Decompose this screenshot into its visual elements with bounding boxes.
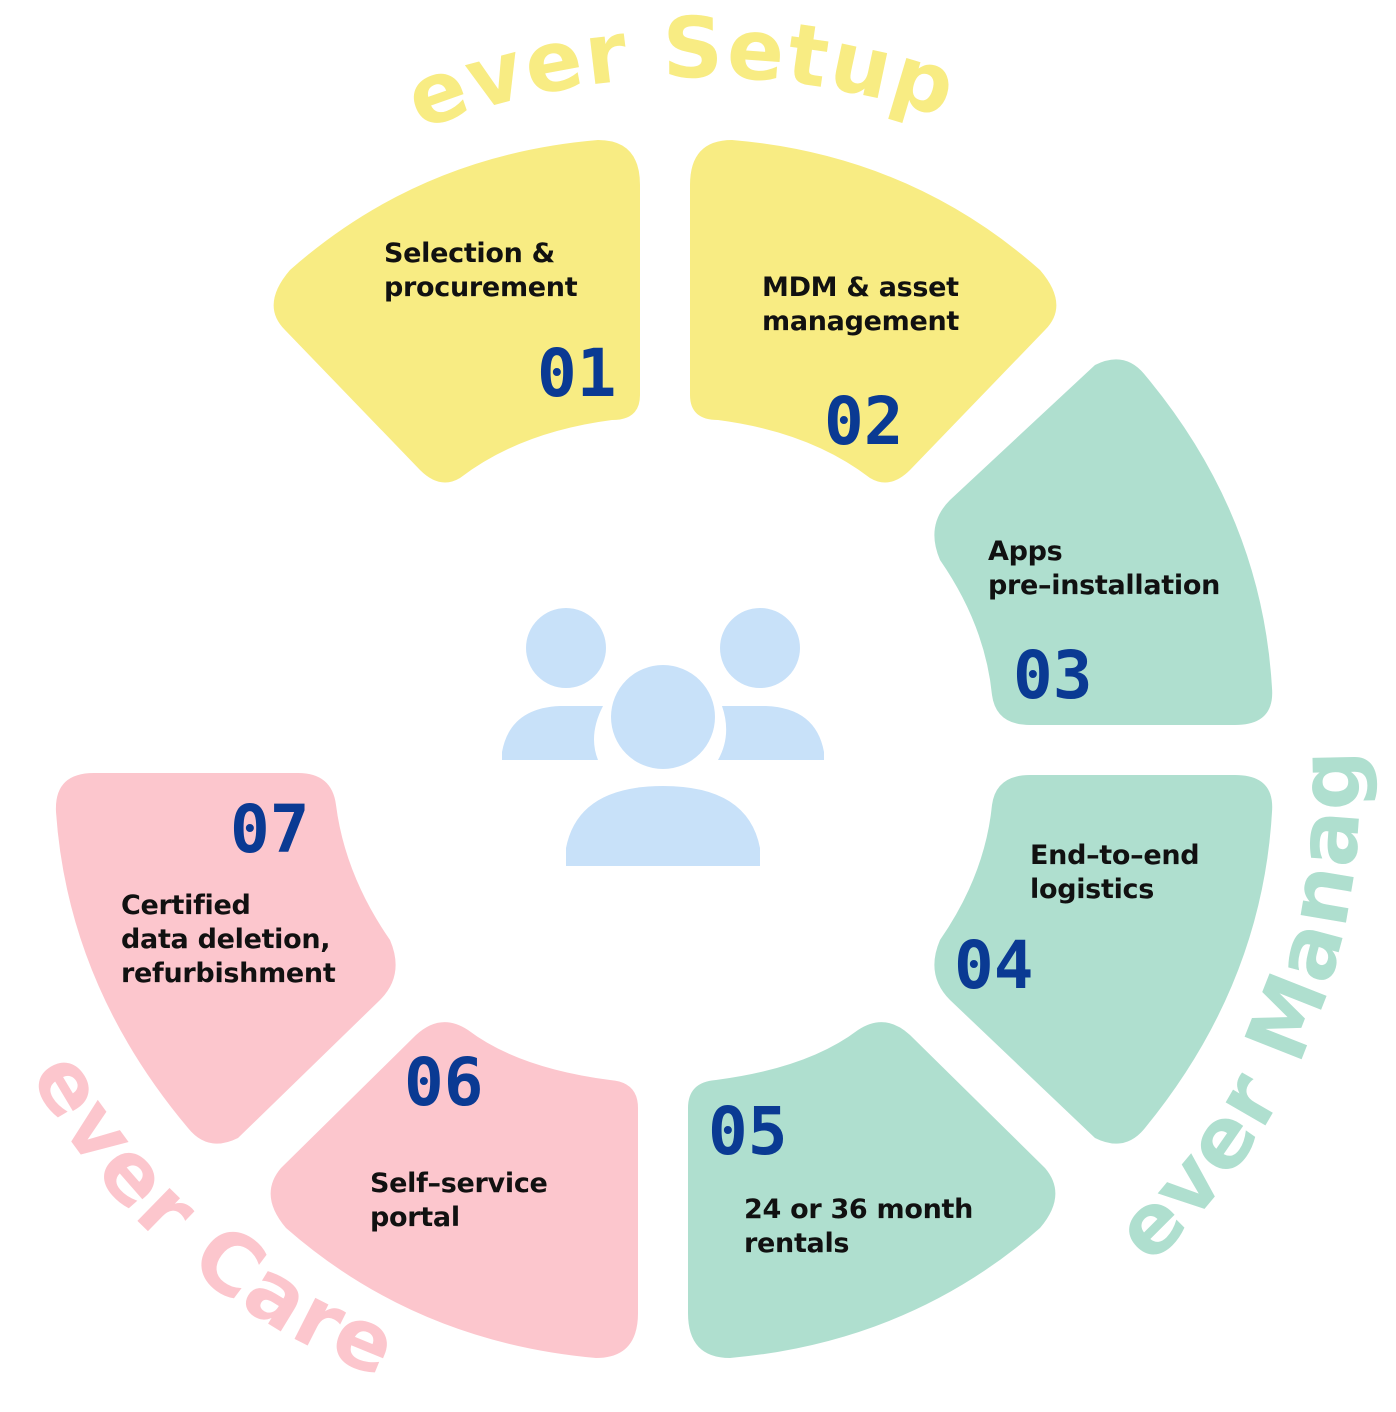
segment-06: Self–service portal 06 — [270, 1022, 638, 1358]
segment-01-shape — [273, 140, 640, 483]
segment-07-text: Certified data deletion, refurbishment — [121, 890, 339, 989]
segment-03-line-1: Apps — [988, 536, 1062, 567]
segment-07-line-2: data deletion, — [121, 924, 330, 955]
segment-07-number: 07 — [230, 791, 309, 868]
segment-05-number: 05 — [708, 1093, 787, 1170]
segment-03-shape — [934, 359, 1273, 725]
segment-02: MDM & asset management 02 — [690, 140, 1057, 483]
person-right-head — [720, 608, 800, 688]
segment-03-text: Apps pre–installation — [988, 536, 1220, 601]
segment-06-number: 06 — [404, 1044, 483, 1121]
arc-label-setup-text: ever Setup — [394, 0, 966, 148]
segment-05-text: 24 or 36 month rentals — [744, 1194, 982, 1259]
segment-07-line-3: refurbishment — [121, 958, 336, 989]
segment-07-line-1: Certified — [121, 890, 251, 921]
segment-04-number: 04 — [954, 927, 1033, 1004]
segment-01-line-1: Selection & — [384, 238, 555, 269]
segment-04: End–to–end logistics 04 — [934, 775, 1273, 1144]
people-group-icon — [502, 608, 824, 866]
segment-04-text: End–to–end logistics — [1030, 840, 1208, 905]
segment-02-line-1: MDM & asset — [762, 272, 959, 303]
person-left-body — [502, 706, 603, 760]
segment-05: 24 or 36 month rentals 05 — [688, 1022, 1056, 1358]
segment-03-line-2: pre–installation — [988, 570, 1220, 601]
segment-07: Certified data deletion, refurbishment 0… — [55, 773, 396, 1144]
segment-06-shape — [270, 1022, 638, 1358]
segment-02-text: MDM & asset management — [762, 272, 968, 337]
person-center-body — [566, 786, 760, 866]
segment-05-line-2: rentals — [744, 1228, 849, 1259]
segment-05-line-1: 24 or 36 month — [744, 1194, 973, 1225]
segment-06-line-1: Self–service — [370, 1168, 548, 1199]
segment-02-line-2: management — [762, 306, 959, 337]
segment-04-line-1: End–to–end — [1030, 840, 1199, 871]
segment-05-shape — [688, 1022, 1056, 1358]
segment-01-number: 01 — [537, 335, 616, 412]
segment-01: Selection & procurement 01 — [273, 140, 640, 483]
segment-07-shape — [55, 773, 396, 1144]
segment-04-shape — [934, 775, 1273, 1144]
segment-03: Apps pre–installation 03 — [934, 359, 1273, 725]
arc-label-setup: ever Setup — [394, 0, 968, 148]
segment-06-text: Self–service portal — [370, 1168, 557, 1233]
segment-01-line-2: procurement — [384, 272, 578, 303]
segment-01-text: Selection & procurement — [384, 238, 578, 303]
segment-02-shape — [690, 140, 1057, 483]
person-center-head — [611, 665, 715, 769]
segment-02-number: 02 — [824, 383, 903, 460]
person-right-body — [718, 706, 824, 760]
segment-06-line-2: portal — [370, 1202, 460, 1233]
person-left-head — [526, 608, 606, 688]
segment-04-line-2: logistics — [1030, 874, 1154, 905]
segment-03-number: 03 — [1013, 637, 1092, 714]
